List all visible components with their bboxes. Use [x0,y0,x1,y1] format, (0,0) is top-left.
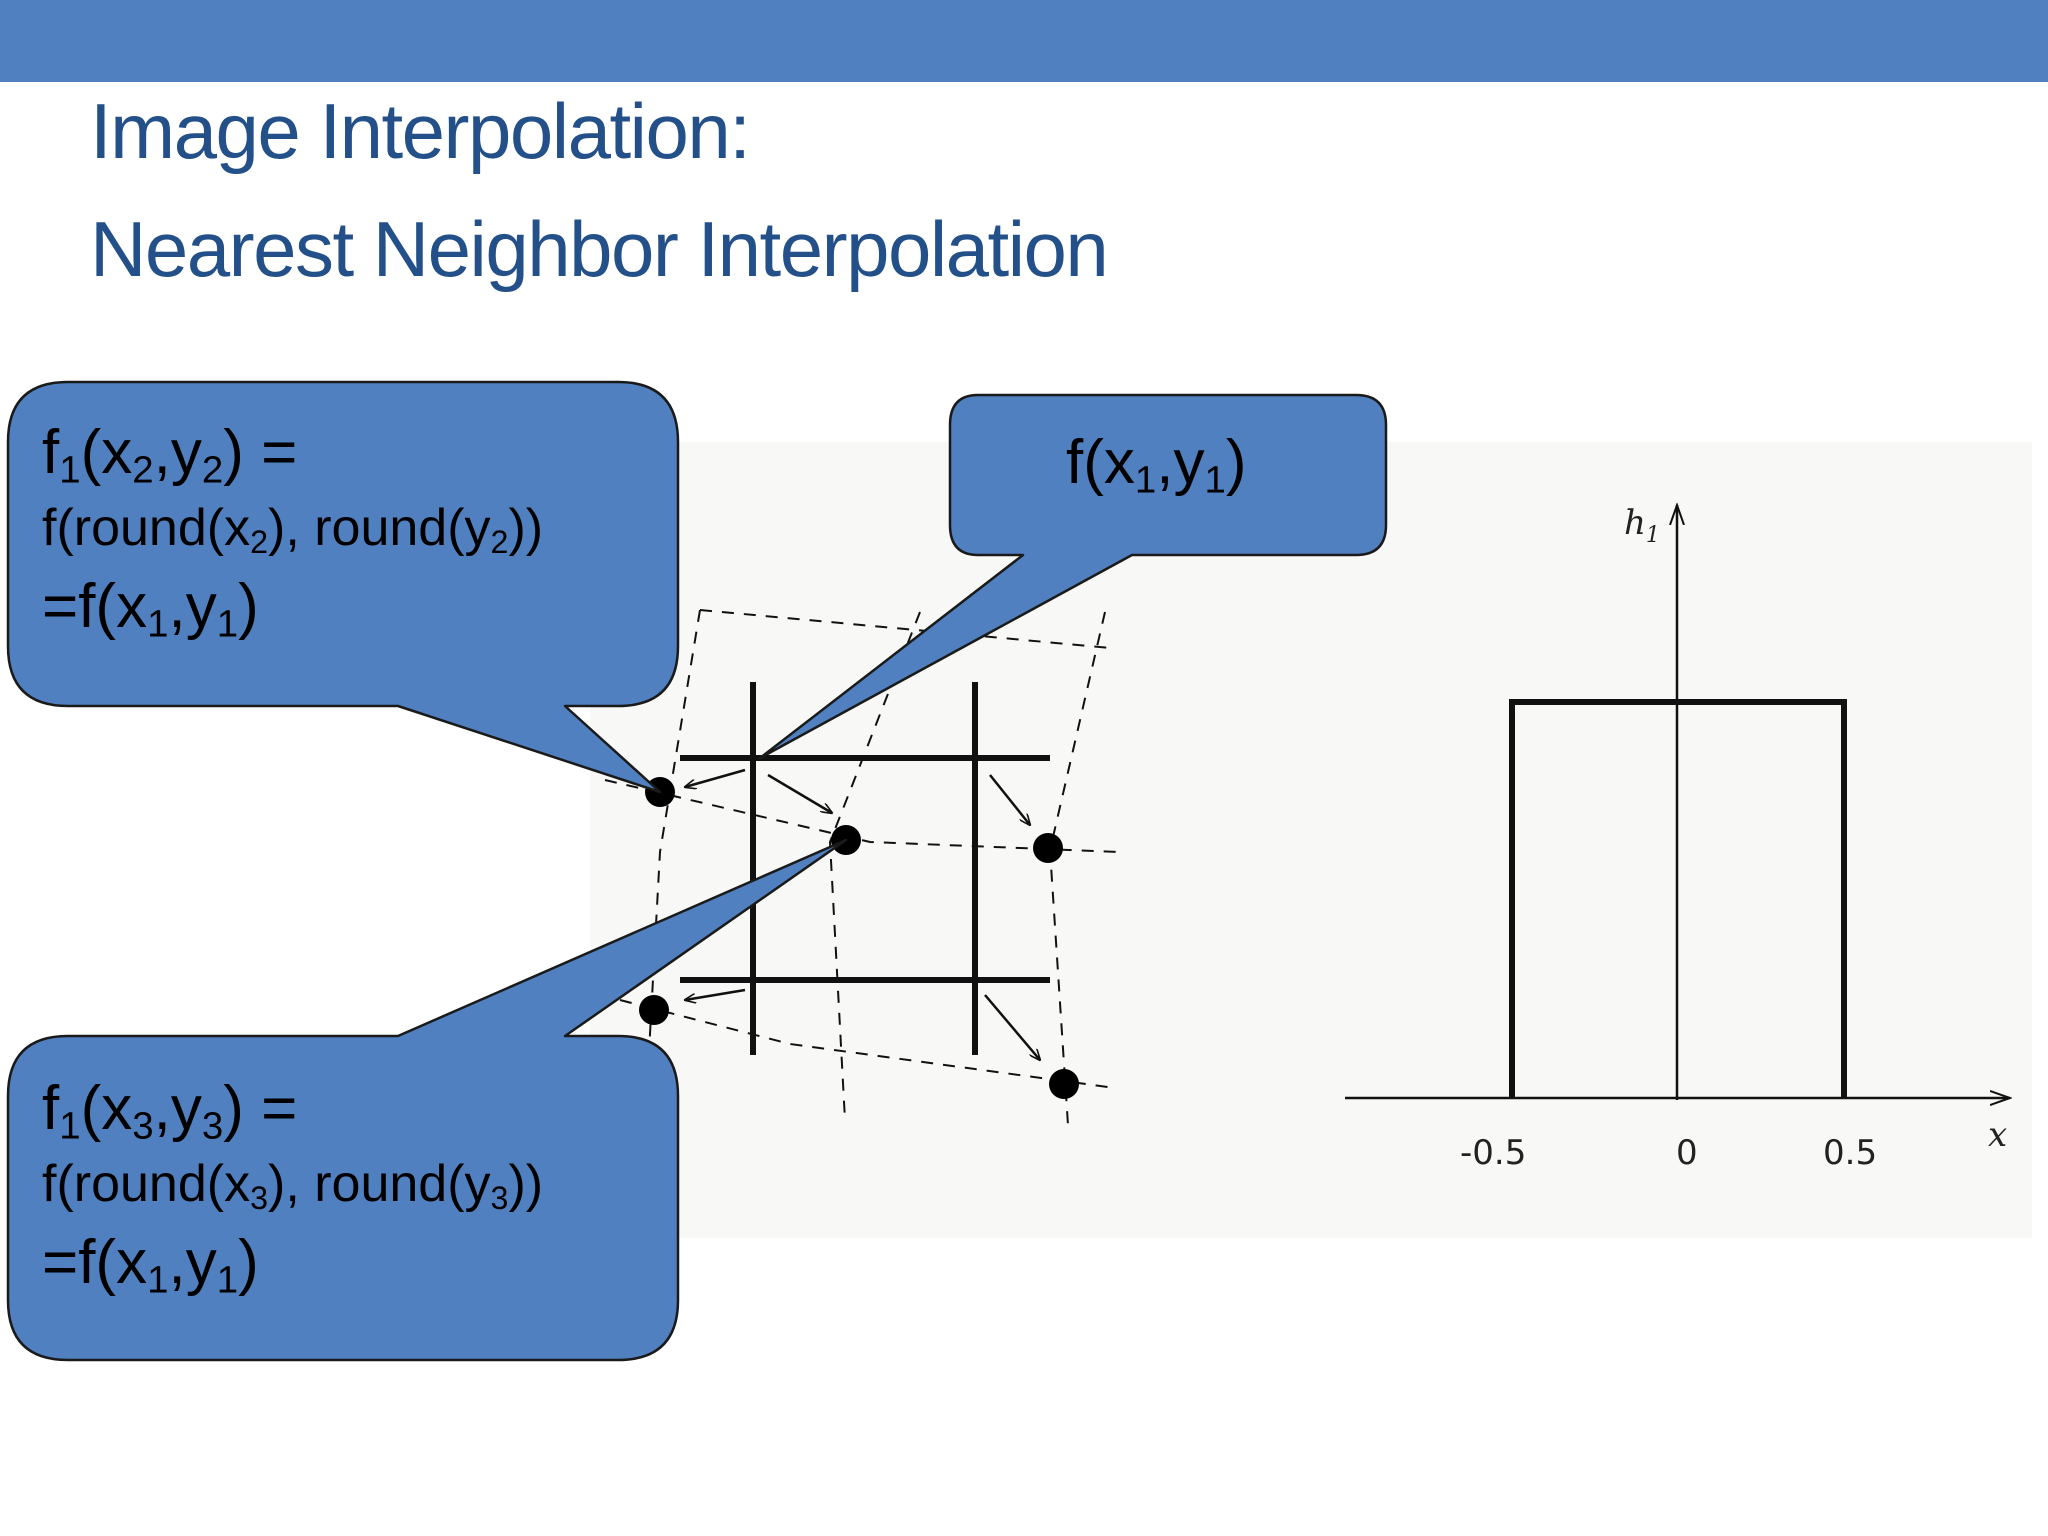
regular-grid [680,682,1050,1055]
distorted-grid-line [699,609,1111,649]
callout-bottom-left-line2: f(round(x3), round(y3)) [42,1155,544,1217]
mapping-arrow [984,994,1040,1060]
callout-bottom-left-shape [6,838,848,1362]
callout-top-left-line3: =f(x1,y1) [42,572,259,646]
mapping-arrow [685,988,746,1000]
sample-point [639,995,669,1025]
mapping-arrow [767,773,832,813]
callout-top-right-text: f(x1,y1) [1066,428,1247,502]
callout-top-right-shape [758,393,1388,760]
slide-title-line2: Nearest Neighbor Interpolation [90,205,1109,293]
distorted-grid-line [604,779,1121,853]
callout-top-left-shape [6,380,680,794]
kernel-plot [1345,505,2010,1100]
y-axis-label: h1 [1624,503,1660,548]
distorted-grid-line [619,999,1116,1089]
tick-label-pos-half: 0.5 [1823,1133,1878,1173]
top-accent-bar [0,0,2048,82]
distorted-grid-line [1048,611,1106,1126]
distorted-grid-line [828,611,921,1121]
tick-label-neg-half: -0.5 [1460,1133,1527,1173]
slide-title-line1: Image Interpolation: [90,87,751,175]
callout-top-left-line1: f1(x2,y2) = [42,418,298,492]
box-function-line [1509,699,1847,1098]
distorted-grid-line [644,609,701,1126]
mapping-arrow [685,768,746,787]
callout-shapes [6,380,1388,1362]
callout-bottom-left-line1: f1(x3,y3) = [42,1074,298,1148]
x-axis-label: x [1988,1115,2008,1155]
mapping-arrows [685,768,1040,1060]
mapping-arrow [989,774,1030,825]
sample-point [1049,1069,1079,1099]
tick-label-zero: 0 [1676,1133,1698,1173]
sample-point [1033,833,1063,863]
callout-top-left-line2: f(round(x2), round(y2)) [42,499,544,561]
callout-bottom-left-line3: =f(x1,y1) [42,1228,259,1302]
